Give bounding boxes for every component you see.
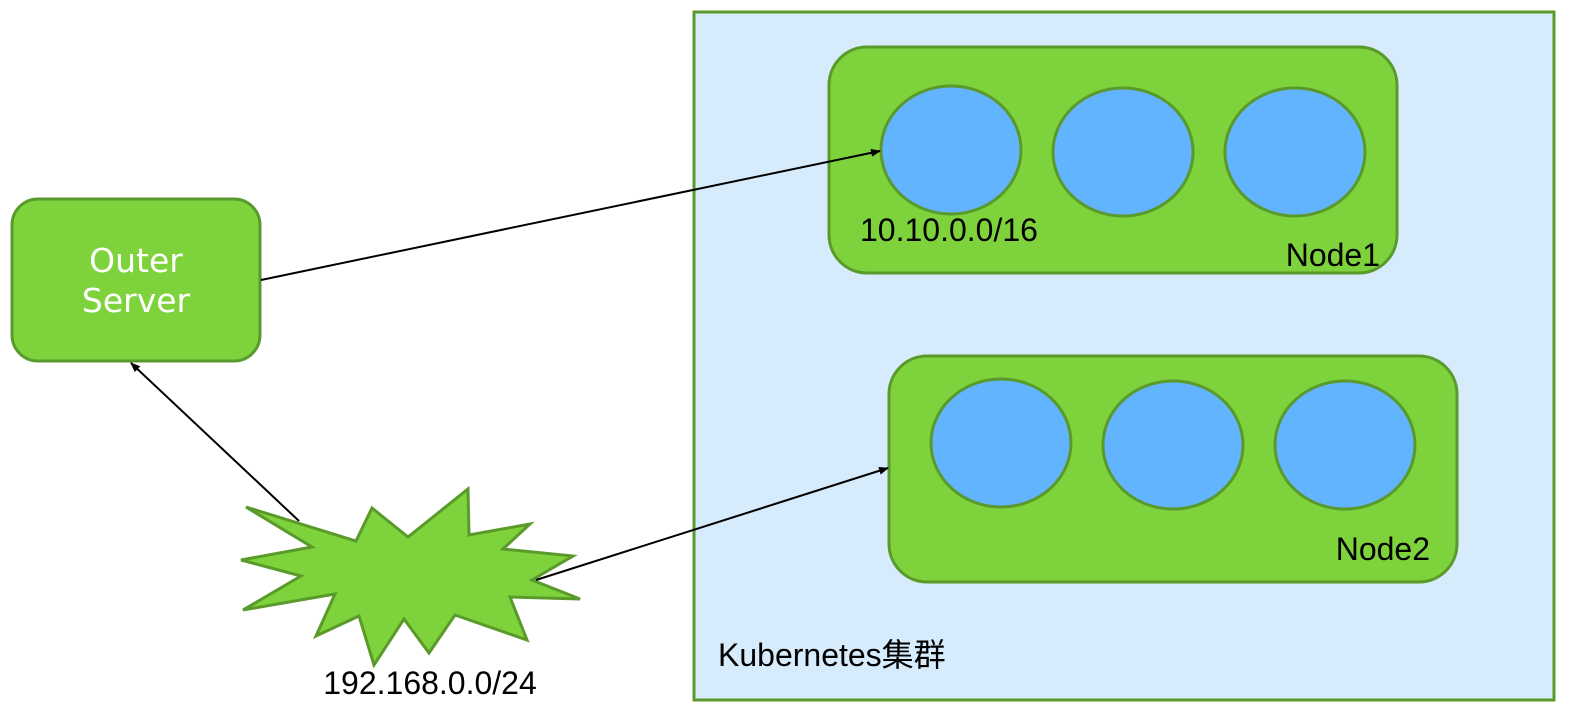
node2-pod-1 [929, 377, 1073, 509]
outer-server-label-line1: Outer [89, 241, 183, 280]
node1-pod-3 [1223, 86, 1367, 218]
node1-pod-cidr: 10.10.0.0/16 [860, 212, 1038, 248]
node1-label: Node1 [1286, 237, 1380, 273]
arrow-network-to-node2 [535, 466, 889, 581]
outer-server: Outer Server [10, 197, 262, 363]
arrow-network-to-server [130, 362, 300, 522]
node2-label: Node2 [1336, 531, 1430, 567]
external-network: 192.168.0.0/24 [240, 485, 581, 701]
outer-server-box [10, 197, 262, 363]
node1-pod-2 [1051, 86, 1195, 218]
node2: Node2 [887, 354, 1459, 584]
outer-server-label-line2: Server [82, 281, 191, 320]
node1: 10.10.0.0/16 Node1 [827, 45, 1399, 275]
node2-pod-3 [1273, 379, 1417, 511]
network-cidr-label: 192.168.0.0/24 [323, 665, 537, 701]
node1-pod-1 [879, 84, 1023, 216]
node2-pod-2 [1101, 379, 1245, 511]
network-burst-shape [240, 485, 581, 669]
arrow-server-to-node1-pod [260, 148, 881, 281]
cluster-label: Kubernetes集群 [718, 637, 946, 673]
